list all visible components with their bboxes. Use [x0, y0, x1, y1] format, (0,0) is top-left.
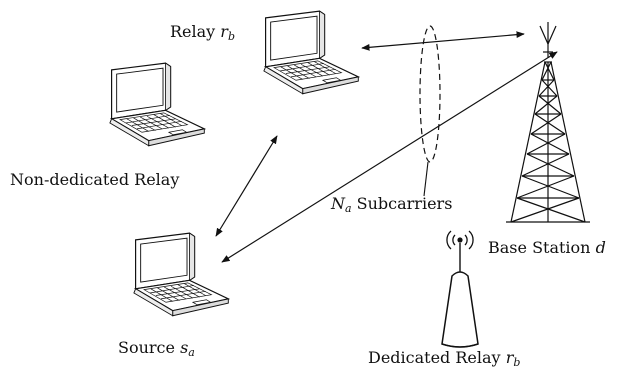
- label-source: Source sa: [118, 338, 195, 359]
- base-station-tower-icon: [506, 22, 590, 223]
- subcarriers-ellipse: [419, 25, 441, 163]
- link-source-basestation: [221, 51, 558, 263]
- label-base-station: Base Station d: [488, 238, 606, 257]
- link-relay-basestation: [361, 31, 525, 51]
- laptop-icon: [263, 10, 359, 95]
- dedicated-relay-antenna-icon: [441, 230, 479, 348]
- link-relay-source: [215, 135, 278, 237]
- subcarriers-pointer: [423, 161, 429, 197]
- label-non-dedicated-relay: Non-dedicated Relay: [10, 170, 180, 189]
- laptop-icon: [109, 62, 205, 147]
- laptop-icon: [133, 232, 229, 317]
- label-subcarriers: Na Subcarriers: [331, 194, 453, 215]
- label-dedicated-relay: Dedicated Relay rb: [368, 348, 521, 369]
- label-relay-rb: Relay rb: [170, 22, 235, 43]
